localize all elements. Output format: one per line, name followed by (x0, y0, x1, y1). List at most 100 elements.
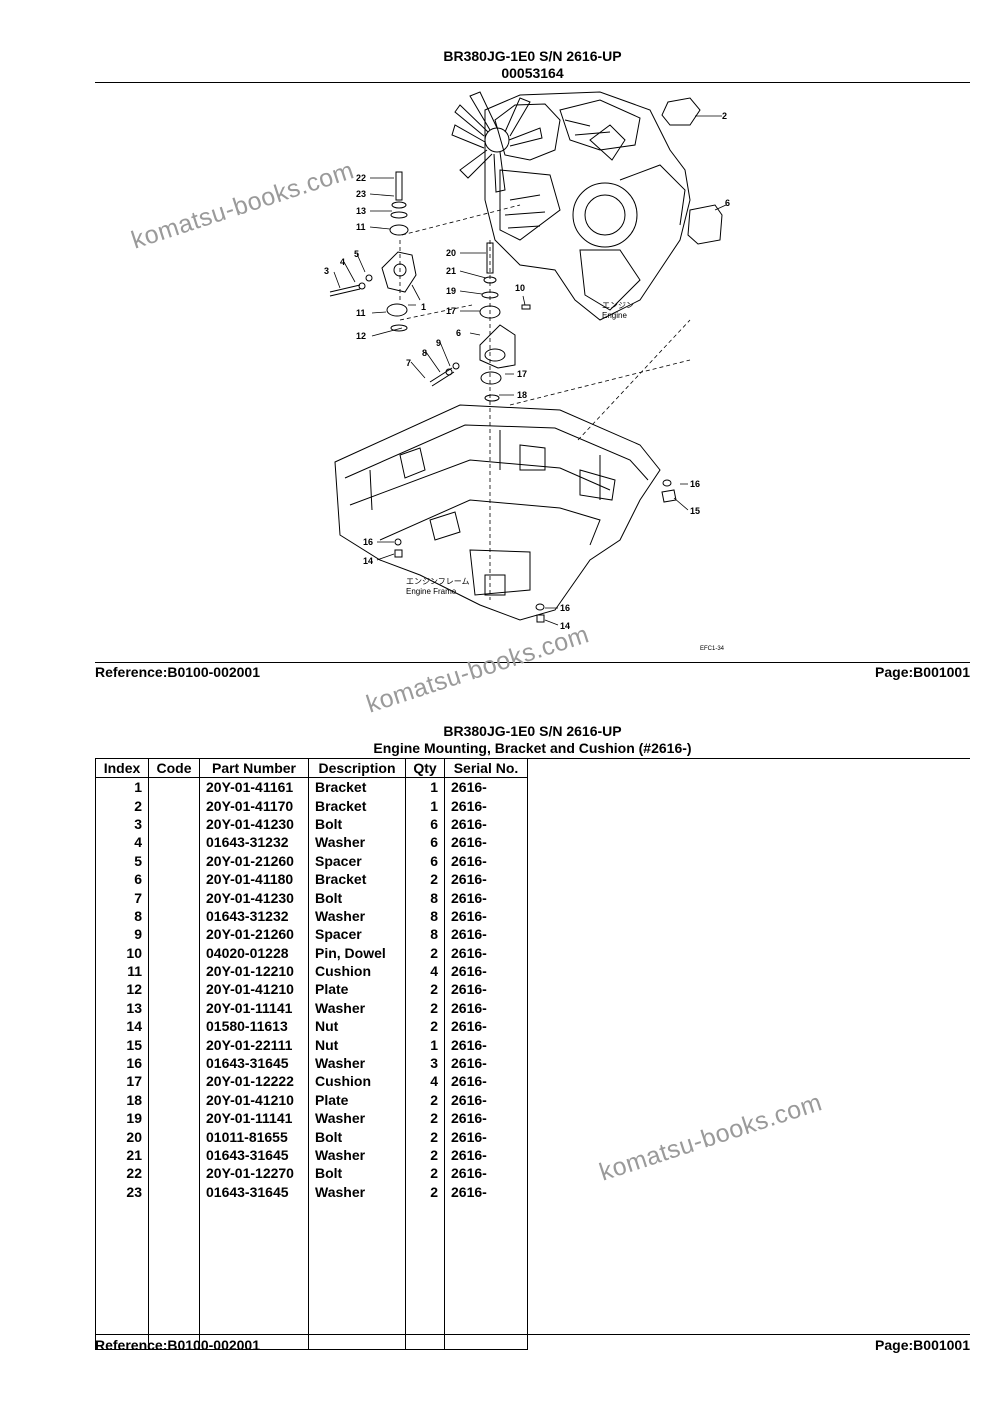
cell-qty: 1 (405, 777, 445, 797)
callout-16-left: 16 (363, 537, 373, 547)
sheet2-header-rule (95, 758, 970, 759)
cell-qty: 1 (405, 1035, 445, 1054)
callout-7: 7 (406, 358, 411, 368)
engine-frame-illustration (334, 404, 661, 621)
callout-6-lower: 6 (456, 328, 461, 338)
cell-part-number: 04020-01228 (199, 943, 309, 962)
cell-qty: 1 (405, 796, 445, 815)
callout-9: 9 (436, 338, 441, 348)
cell-index: 17 (95, 1072, 149, 1091)
cell-index: 22 (95, 1164, 149, 1183)
cell-code (148, 1017, 200, 1036)
callout-8: 8 (422, 348, 427, 358)
cell-qty: 6 (405, 833, 445, 852)
sheet1-header-rule (95, 82, 970, 83)
cell-part-number: 20Y-01-22111 (199, 1035, 309, 1054)
cell-code (148, 1072, 200, 1091)
cell-qty: 2 (405, 1127, 445, 1146)
bracket-1-illustration (381, 251, 417, 293)
cell-qty: 6 (405, 814, 445, 834)
fan-illustration (451, 91, 543, 193)
callout-2: 2 (722, 111, 727, 121)
cell-part-number: 20Y-01-12270 (199, 1164, 309, 1183)
callout-22: 22 (356, 173, 366, 183)
cell-serial-no: 2616- (444, 777, 528, 797)
callout-4: 4 (340, 257, 345, 267)
cell-description: Washer (308, 1145, 406, 1165)
callout-5: 5 (354, 249, 359, 259)
cell-index: 6 (95, 869, 149, 889)
cell-serial-no: 2616- (444, 1035, 528, 1054)
filler-cell (148, 1200, 200, 1350)
cell-description: Washer (308, 1109, 406, 1128)
drawing-number: EFC1-34 (700, 646, 725, 652)
cell-index: 9 (95, 925, 149, 944)
column-header-index: Index (95, 758, 149, 778)
column-header-description: Description (308, 758, 406, 778)
cell-description: Bolt (308, 814, 406, 834)
sheet2-reference: Reference:B0100-002001 (95, 1337, 260, 1353)
engine-label: Engine (602, 311, 627, 320)
callout-17-lower: 17 (517, 369, 527, 379)
cell-part-number: 20Y-01-41230 (199, 814, 309, 834)
callout-15: 15 (690, 506, 700, 516)
callout-21: 21 (446, 266, 456, 276)
cell-part-number: 20Y-01-21260 (199, 851, 309, 870)
frame-label: Engine Frame (406, 587, 457, 596)
sheet1-footer-rule (95, 662, 970, 663)
cell-part-number: 20Y-01-11141 (199, 998, 309, 1018)
cell-code (148, 833, 200, 852)
cell-serial-no: 2616- (444, 1053, 528, 1073)
bracket-6-lower-illustration (479, 324, 516, 369)
cell-index: 14 (95, 1017, 149, 1036)
cell-qty: 2 (405, 1164, 445, 1183)
cell-code (148, 1090, 200, 1110)
callout-13: 13 (356, 206, 366, 216)
cell-index: 2 (95, 796, 149, 815)
cell-description: Spacer (308, 851, 406, 870)
cell-index: 13 (95, 998, 149, 1018)
sheet2-section-title: Engine Mounting, Bracket and Cushion (#2… (373, 740, 692, 756)
callout-1: 1 (421, 302, 426, 312)
callout-17-upper: 17 (446, 306, 456, 316)
cell-serial-no: 2616- (444, 1090, 528, 1110)
cell-description: Cushion (308, 1072, 406, 1091)
cell-serial-no: 2616- (444, 1182, 528, 1201)
cell-index: 16 (95, 1053, 149, 1073)
callout-14-left: 14 (363, 556, 373, 566)
cell-code (148, 906, 200, 926)
diagram-callouts: 2 6 22 23 13 11 5 4 3 1 11 12 20 21 19 1… (324, 111, 730, 631)
column-header-qty: Qty (405, 758, 445, 778)
sheet1-page-number: Page:B001001 (875, 664, 970, 680)
callout-18: 18 (517, 390, 527, 400)
callout-11-lower: 11 (356, 308, 366, 318)
cell-code (148, 777, 200, 797)
cell-code (148, 1164, 200, 1183)
column-header-code: Code (148, 758, 200, 778)
cell-qty: 2 (405, 1182, 445, 1201)
cell-serial-no: 2616- (444, 961, 528, 981)
cell-part-number: 20Y-01-41210 (199, 980, 309, 999)
cell-part-number: 01643-31645 (199, 1182, 309, 1201)
cell-part-number: 01580-11613 (199, 1017, 309, 1036)
bracket-6-right-illustration (687, 204, 723, 245)
cell-part-number: 20Y-01-11141 (199, 1109, 309, 1128)
sheet1-model-title: BR380JG-1E0 S/N 2616-UP (443, 48, 622, 64)
cell-description: Washer (308, 1182, 406, 1201)
cell-index: 11 (95, 961, 149, 981)
engine-illustration (451, 91, 691, 321)
cell-description: Bolt (308, 1164, 406, 1183)
cell-code (148, 943, 200, 962)
filler-cell (405, 1200, 445, 1350)
cell-part-number: 20Y-01-41180 (199, 869, 309, 889)
